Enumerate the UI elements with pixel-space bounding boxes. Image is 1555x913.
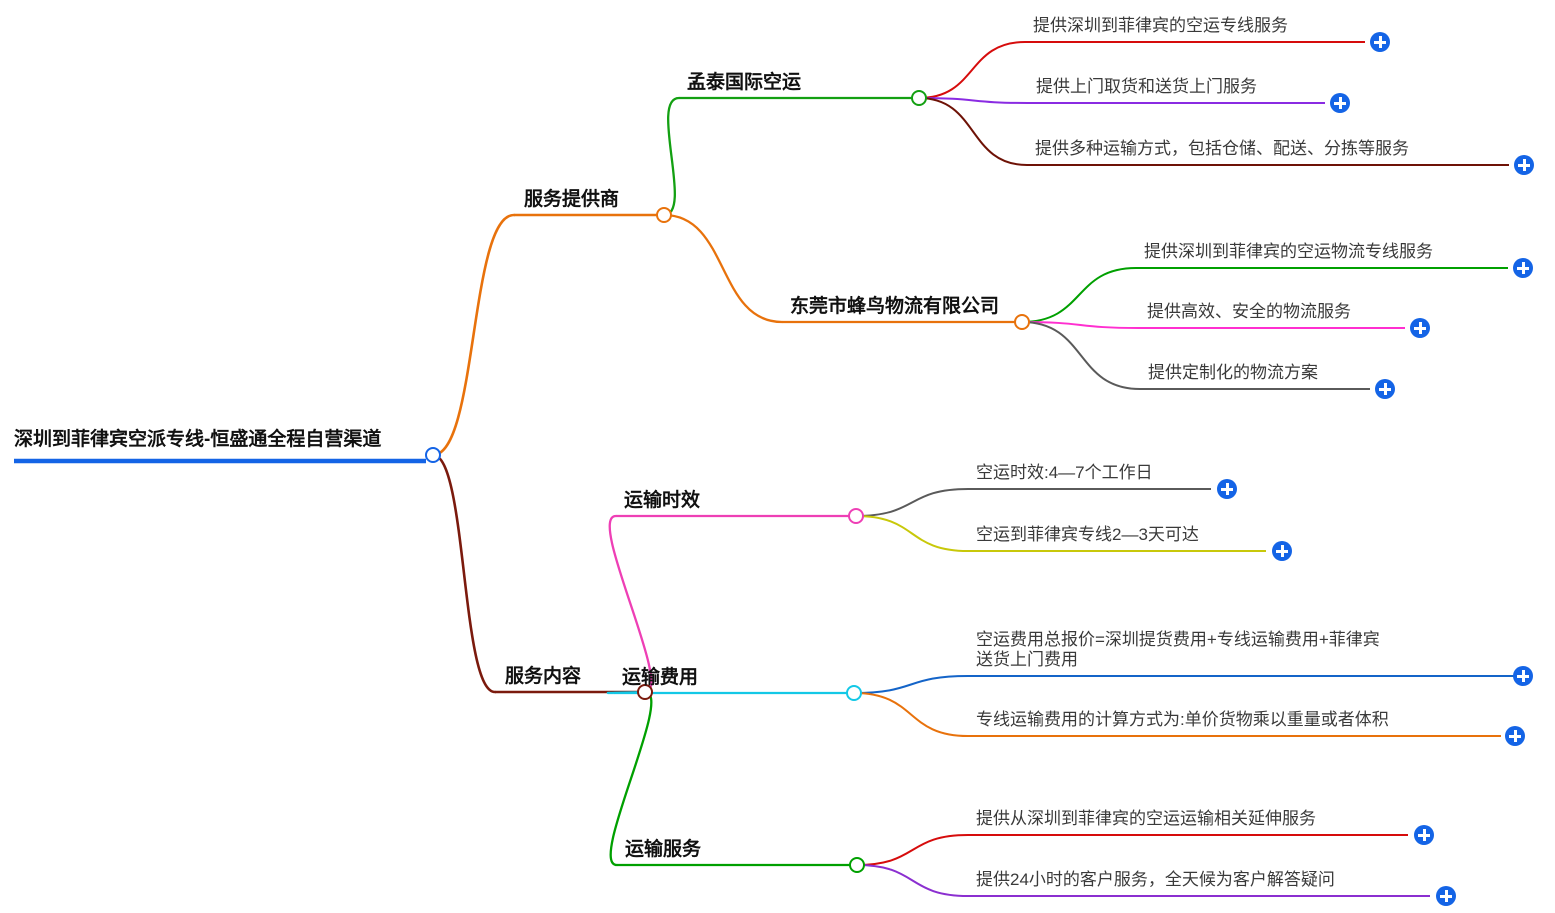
node-dot[interactable] <box>425 447 441 463</box>
node-dongguan-fengniao-label: 东莞市蜂鸟物流有限公司 <box>790 296 1000 317</box>
node-transport-cost[interactable]: 运输费用 <box>622 667 698 689</box>
leaf-transit-time-1-label: 空运时效:4—7个工作日 <box>976 463 1153 482</box>
leaf-transit-time-1[interactable]: 空运时效:4—7个工作日 <box>976 463 1153 483</box>
leaf-transport-service-2-label: 提供24小时的客户服务，全天候为客户解答疑问 <box>976 870 1335 889</box>
leaf-transport-service-1-label: 提供从深圳到菲律宾的空运运输相关延伸服务 <box>976 809 1316 828</box>
node-dot[interactable] <box>848 508 864 524</box>
leaf-dongguan-fengniao-2-label: 提供高效、安全的物流服务 <box>1147 302 1351 321</box>
node-transit-time-label: 运输时效 <box>624 490 701 511</box>
leaf-transport-service-1[interactable]: 提供从深圳到菲律宾的空运运输相关延伸服务 <box>976 809 1316 829</box>
node-transport-service-label: 运输服务 <box>625 839 702 860</box>
node-dot[interactable] <box>637 684 653 700</box>
expand-plus-icon[interactable] <box>1370 32 1390 52</box>
branch-service-provider[interactable]: 服务提供商 <box>524 189 619 211</box>
node-dot[interactable] <box>849 857 865 873</box>
expand-plus-icon[interactable] <box>1330 93 1350 113</box>
branch-service-content[interactable]: 服务内容 <box>505 666 581 688</box>
leaf-transport-cost-2-label: 专线运输费用的计算方式为:单价货物乘以重量或者体积 <box>976 710 1389 729</box>
root-node-label: 深圳到菲律宾空派专线-恒盛通全程自营渠道 <box>14 429 382 450</box>
expand-plus-icon[interactable] <box>1514 155 1534 175</box>
leaf-dongguan-fengniao-1[interactable]: 提供深圳到菲律宾的空运物流专线服务 <box>1144 242 1433 262</box>
node-transport-cost-label: 运输费用 <box>622 667 699 688</box>
leaf-transport-cost-1-label: 空运费用总报价=深圳提货费用+专线运输费用+菲律宾 送货上门费用 <box>976 630 1380 670</box>
node-dongguan-fengniao[interactable]: 东莞市蜂鸟物流有限公司 <box>790 296 999 318</box>
leaf-mengtai-1[interactable]: 提供深圳到菲律宾的空运专线服务 <box>1033 16 1288 36</box>
branch-service-content-label: 服务内容 <box>505 666 582 687</box>
leaf-transport-cost-1[interactable]: 空运费用总报价=深圳提货费用+专线运输费用+菲律宾 送货上门费用 <box>976 630 1380 670</box>
node-dot[interactable] <box>656 207 672 223</box>
node-transit-time[interactable]: 运输时效 <box>624 490 700 512</box>
root-node[interactable]: 深圳到菲律宾空派专线-恒盛通全程自营渠道 <box>14 429 381 451</box>
leaf-dongguan-fengniao-3[interactable]: 提供定制化的物流方案 <box>1148 363 1318 383</box>
leaf-transit-time-2-label: 空运到菲律宾专线2—3天可达 <box>976 525 1199 544</box>
leaf-dongguan-fengniao-1-label: 提供深圳到菲律宾的空运物流专线服务 <box>1144 242 1433 261</box>
node-transport-service[interactable]: 运输服务 <box>625 839 701 861</box>
expand-plus-icon[interactable] <box>1505 726 1525 746</box>
expand-plus-icon[interactable] <box>1410 318 1430 338</box>
node-dot[interactable] <box>911 90 927 106</box>
leaf-transit-time-2[interactable]: 空运到菲律宾专线2—3天可达 <box>976 525 1199 545</box>
leaf-mengtai-1-label: 提供深圳到菲律宾的空运专线服务 <box>1033 16 1288 35</box>
expand-plus-icon[interactable] <box>1217 479 1237 499</box>
leaf-dongguan-fengniao-2[interactable]: 提供高效、安全的物流服务 <box>1147 302 1351 322</box>
expand-plus-icon[interactable] <box>1272 541 1292 561</box>
node-dot[interactable] <box>1014 314 1030 330</box>
leaf-dongguan-fengniao-3-label: 提供定制化的物流方案 <box>1148 363 1318 382</box>
expand-plus-icon[interactable] <box>1375 379 1395 399</box>
node-mengtai-label: 孟泰国际空运 <box>687 72 802 93</box>
branch-service-provider-label: 服务提供商 <box>524 189 620 210</box>
node-mengtai[interactable]: 孟泰国际空运 <box>687 72 801 94</box>
expand-plus-icon[interactable] <box>1414 825 1434 845</box>
leaf-transport-cost-2[interactable]: 专线运输费用的计算方式为:单价货物乘以重量或者体积 <box>976 710 1389 730</box>
node-dot[interactable] <box>846 685 862 701</box>
expand-plus-icon[interactable] <box>1513 258 1533 278</box>
leaf-transport-service-2[interactable]: 提供24小时的客户服务，全天候为客户解答疑问 <box>976 870 1335 890</box>
leaf-mengtai-3-label: 提供多种运输方式，包括仓储、配送、分拣等服务 <box>1035 139 1409 158</box>
leaf-mengtai-2-label: 提供上门取货和送货上门服务 <box>1036 77 1257 96</box>
leaf-mengtai-2[interactable]: 提供上门取货和送货上门服务 <box>1036 77 1257 97</box>
expand-plus-icon[interactable] <box>1436 886 1456 906</box>
expand-plus-icon[interactable] <box>1513 666 1533 686</box>
leaf-mengtai-3[interactable]: 提供多种运输方式，包括仓储、配送、分拣等服务 <box>1035 139 1409 159</box>
